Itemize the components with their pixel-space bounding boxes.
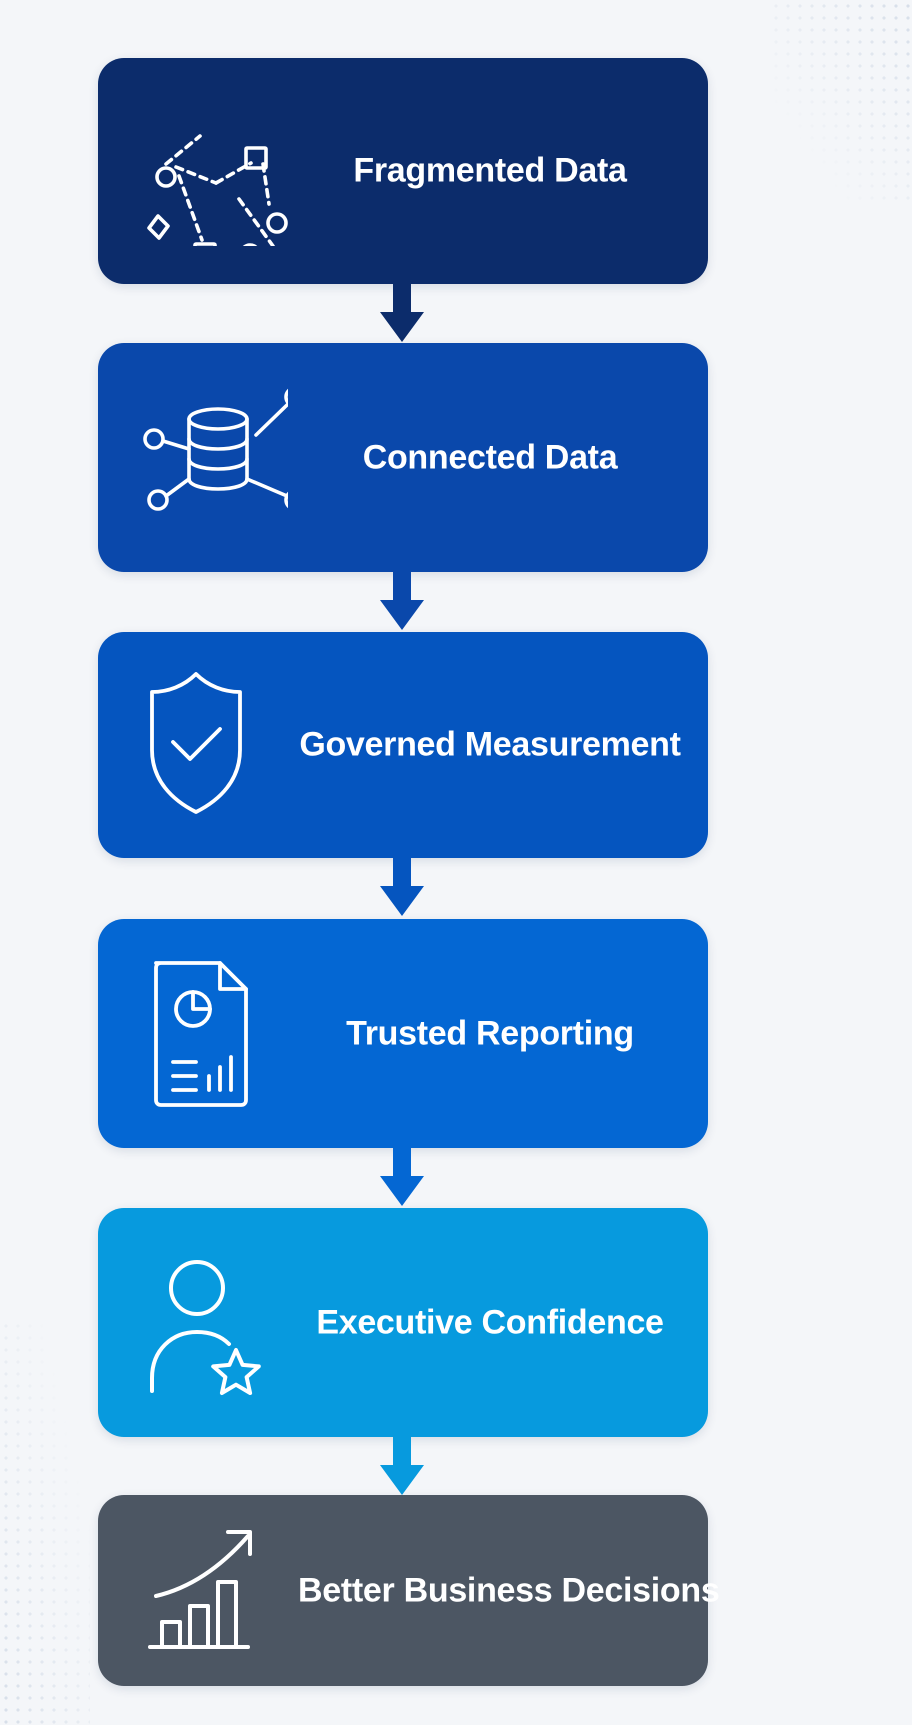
shield-check-icon <box>138 670 288 820</box>
flow-arrow-icon <box>380 1148 424 1206</box>
step-trusted-reporting: Trusted Reporting <box>98 919 708 1148</box>
step-connected-data: Connected Data <box>98 343 708 572</box>
step-label: Executive Confidence <box>316 1303 664 1341</box>
decorative-dot-pattern <box>0 1320 90 1725</box>
step-label: Better Business Decisions <box>298 1571 720 1609</box>
step-label: Connected Data <box>362 438 618 476</box>
step-label: Trusted Reporting <box>346 1014 634 1052</box>
step-fragmented-data: Fragmented Data <box>98 58 708 284</box>
flow-arrow-icon <box>380 858 424 916</box>
user-star-icon <box>138 1248 288 1398</box>
decorative-dot-pattern <box>770 0 912 200</box>
flow-arrow-icon <box>380 1437 424 1495</box>
step-label: Governed Measurement <box>299 725 681 764</box>
flow-arrow-icon <box>380 572 424 630</box>
database-network-icon <box>138 383 288 533</box>
report-document-icon <box>138 959 288 1109</box>
growth-chart-icon <box>138 1516 288 1666</box>
step-governed-measurement: Governed Measurement <box>98 632 708 858</box>
fragmented-data-icon <box>138 96 288 246</box>
step-label: Fragmented Data <box>353 151 627 190</box>
step-executive-confidence: Executive Confidence <box>98 1208 708 1437</box>
flow-arrow-icon <box>380 284 424 342</box>
step-better-business-decisions: Better Business Decisions <box>98 1495 720 1686</box>
